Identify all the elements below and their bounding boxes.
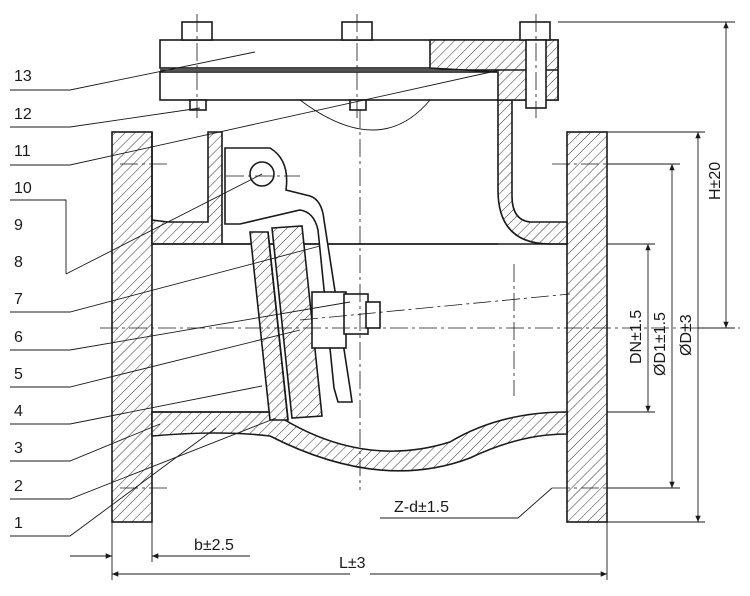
bolt-end-middle [349, 99, 367, 111]
dim-l-label: L±3 [339, 555, 366, 572]
leader-11 [10, 69, 501, 166]
bolt-nut-right [519, 21, 551, 41]
disc-nut [343, 293, 369, 335]
part-label-3: 3 [14, 440, 23, 457]
left-flange [111, 131, 153, 523]
part-label-2: 2 [14, 478, 23, 495]
disc-axis-line [299, 293, 571, 321]
disc-face-line [267, 231, 289, 421]
leader-6 [10, 301, 351, 351]
bonnet-break-line [299, 99, 431, 131]
part-label-12: 12 [14, 106, 32, 123]
hinge-arm [224, 147, 353, 403]
leader-1 [10, 427, 217, 537]
disc-nut-body [311, 291, 347, 349]
part-labels: 13 12 11 10 9 8 7 6 5 4 3 2 1 [10, 51, 501, 537]
leader-5 [10, 329, 301, 388]
leader-13 [10, 51, 256, 91]
leader-4 [10, 385, 263, 425]
part-label-7: 7 [14, 291, 23, 308]
lower-body-wall [151, 411, 568, 472]
dim-zd-label: Z-d±1.5 [394, 499, 449, 516]
bolt-end-left [189, 99, 207, 111]
disc-assembly [224, 147, 381, 421]
bonnet-assembly [159, 14, 559, 131]
disc [271, 225, 323, 419]
part-label-13: 13 [14, 68, 32, 85]
hinge-pin [249, 161, 275, 187]
part-label-11: 11 [14, 143, 31, 160]
dim-b-label: b±2.5 [194, 537, 234, 554]
centerlines [100, 110, 740, 490]
leader-2 [10, 417, 277, 500]
leader-12 [10, 107, 201, 128]
disc-nut-end [365, 301, 381, 329]
leader-3 [10, 423, 161, 462]
upper-right-body-wall [497, 99, 568, 245]
leader-10-8 [65, 173, 263, 275]
part-label-4: 4 [14, 403, 23, 420]
part-label-10: 10 [14, 180, 32, 197]
part-label-1: 1 [14, 515, 23, 532]
dim-d1-label: ØD1±1.5 [652, 312, 669, 376]
dim-zd-leader [380, 487, 553, 519]
dim-d-label: ØD±3 [678, 314, 695, 356]
leader-7 [10, 245, 321, 313]
leader-bracket-10-8 [10, 199, 67, 274]
valve-body [111, 99, 608, 523]
part-label-8: 8 [14, 254, 23, 271]
part-label-6: 6 [14, 329, 23, 346]
upper-left-body-wall [151, 131, 223, 245]
dim-dn-label: DN±1.5 [628, 310, 645, 364]
dimensions: b±2.5 L±3 Z-d±1.5 DN±1.5 ØD1±1.5 ØD±3 H± [70, 21, 735, 580]
part-label-9: 9 [14, 217, 23, 234]
part-label-5: 5 [14, 366, 23, 383]
right-flange [566, 131, 608, 523]
dim-h-label: H±20 [707, 162, 724, 200]
